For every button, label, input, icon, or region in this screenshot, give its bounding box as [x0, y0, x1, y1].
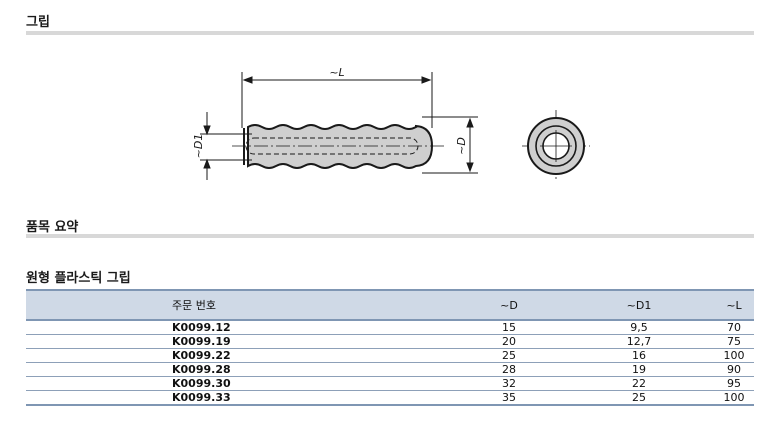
column-header-D: ~D: [500, 298, 518, 312]
cell-L: 90: [727, 363, 741, 376]
section-title-summary: 품목 요약: [26, 220, 79, 235]
cell-D: 28: [502, 363, 516, 376]
grip-end-view: [522, 110, 590, 182]
order-number: K0099.22: [172, 349, 231, 362]
dimension-L: [241, 72, 433, 128]
table-row: K0099.33 35 25 100: [26, 391, 754, 405]
table-row: K0099.12 15 9,5 70: [26, 320, 754, 335]
dimension-label-L: ~L: [329, 66, 344, 79]
dimension-label-D: ~D: [455, 137, 468, 155]
cell-L: 100: [723, 349, 745, 362]
grip-side-view: [232, 124, 444, 169]
cell-D1: 22: [632, 377, 646, 390]
section-title-table: 원형 플라스틱 그립: [26, 271, 131, 286]
table-header-row: 주문 번호 ~D ~D1 ~L: [26, 290, 754, 320]
order-number: K0099.30: [172, 377, 231, 390]
section-title-grip: 그립: [26, 15, 50, 30]
section-divider: [26, 234, 754, 238]
column-header-D1: ~D1: [626, 298, 652, 312]
column-header-order-number: 주문 번호: [172, 299, 216, 312]
cell-D1: 12,7: [626, 335, 652, 348]
cell-D: 32: [502, 377, 516, 390]
table-row: K0099.19 20 12,7 75: [26, 335, 754, 349]
cell-D: 20: [502, 335, 516, 348]
cell-D1: 19: [632, 363, 646, 376]
table-row: K0099.22 25 16 100: [26, 349, 754, 363]
cell-L: 70: [727, 321, 741, 334]
cell-D: 25: [502, 349, 516, 362]
order-number: K0099.28: [172, 363, 231, 376]
cell-L: 100: [723, 391, 745, 404]
cell-L: 75: [727, 335, 741, 348]
order-number: K0099.33: [172, 391, 231, 404]
dimension-D: [422, 116, 478, 174]
spec-table: 주문 번호 ~D ~D1 ~L K0099.12 15 9,5 70 K0099…: [26, 289, 754, 406]
cell-L: 95: [727, 377, 741, 390]
section-divider: [26, 31, 754, 35]
table-row: K0099.30 32 22 95: [26, 377, 754, 391]
dimension-D1: [200, 112, 252, 180]
cell-D: 15: [502, 321, 516, 334]
cell-D: 35: [502, 391, 516, 404]
order-number: K0099.12: [172, 321, 231, 334]
dimension-label-D1: ~D1: [192, 134, 205, 159]
column-header-L: ~L: [726, 298, 742, 312]
order-number: K0099.19: [172, 335, 231, 348]
technical-drawing: ~L ~D1 ~D: [192, 66, 590, 182]
cell-D1: 25: [632, 391, 646, 404]
cell-D1: 9,5: [630, 321, 648, 334]
cell-D1: 16: [632, 349, 646, 362]
table-row: K0099.28 28 19 90: [26, 363, 754, 377]
